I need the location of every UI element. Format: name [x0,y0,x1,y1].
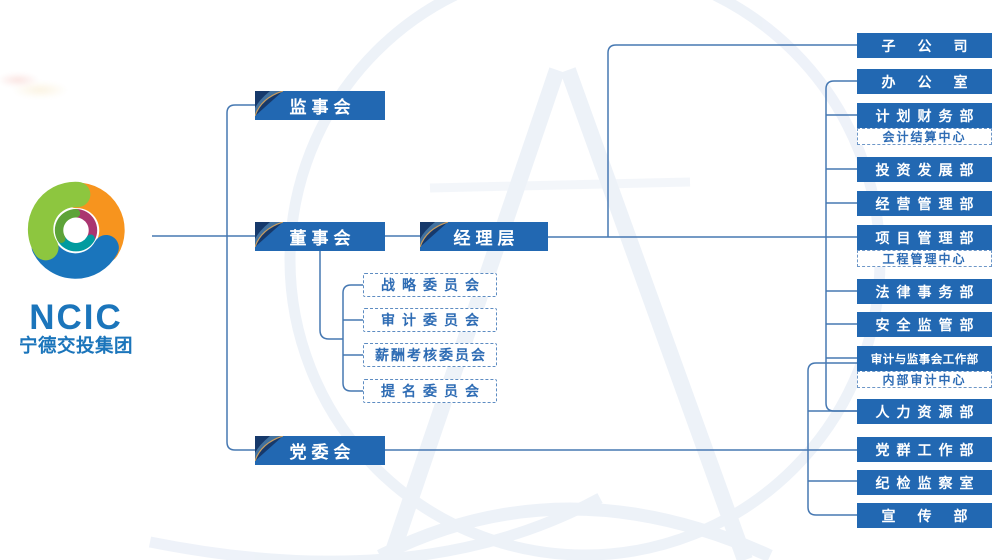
corner-fold-decoration [420,222,448,247]
logo-pinwheel-icon [27,181,125,279]
node-department: 党群工作部 [857,437,992,462]
node-board-of-directors: 董事会 [255,222,385,251]
node-sub-center: 工程管理中心 [857,250,992,267]
node-sub-center: 内部审计中心 [857,371,992,388]
line-left-trunk [226,104,255,451]
node-sub-center: 会计结算中心 [857,128,992,145]
node-department: 宣传部 [857,503,992,528]
node-label: 监事会 [289,98,356,117]
node-supervisory-board: 监事会 [255,91,385,120]
node-department: 纪检监察室 [857,470,992,495]
node-management-layer: 经理层 [420,222,548,251]
node-label: 党委会 [289,443,356,462]
node-department: 投资发展部 [857,157,992,182]
node-committee: 薪酬考核委员会 [363,343,497,367]
logo-acronym: NCIC [29,298,123,337]
node-department: 项目管理部 [857,225,992,250]
node-label: 经理层 [453,229,520,248]
node-department: 人力资源部 [857,399,992,424]
logo-company-name: 宁德交投集团 [18,335,133,356]
company-logo: NCIC 宁德交投集团 [2,170,150,357]
corner-fold-decoration [255,436,283,461]
node-committee: 审计委员会 [363,308,497,332]
line-committee-trunk [319,250,363,392]
node-committee: 提名委员会 [363,379,497,403]
node-department: 办公室 [857,69,992,94]
node-department: 经营管理部 [857,191,992,216]
node-department: 法律事务部 [857,279,992,304]
node-party-committee: 党委会 [255,436,385,465]
node-department: 子公司 [857,33,992,58]
corner-fold-decoration [255,222,283,247]
node-department: 安全监管部 [857,312,992,337]
node-department: 审计与监事会工作部 [857,346,992,371]
corner-fold-decoration [255,91,283,116]
node-committee: 战略委员会 [363,273,497,297]
line-right-trunk-a [825,80,857,412]
node-label: 董事会 [289,229,356,248]
faint-color-smudge [0,58,80,100]
line-right-trunk-b [807,362,857,516]
node-department: 计划财务部 [857,103,992,128]
